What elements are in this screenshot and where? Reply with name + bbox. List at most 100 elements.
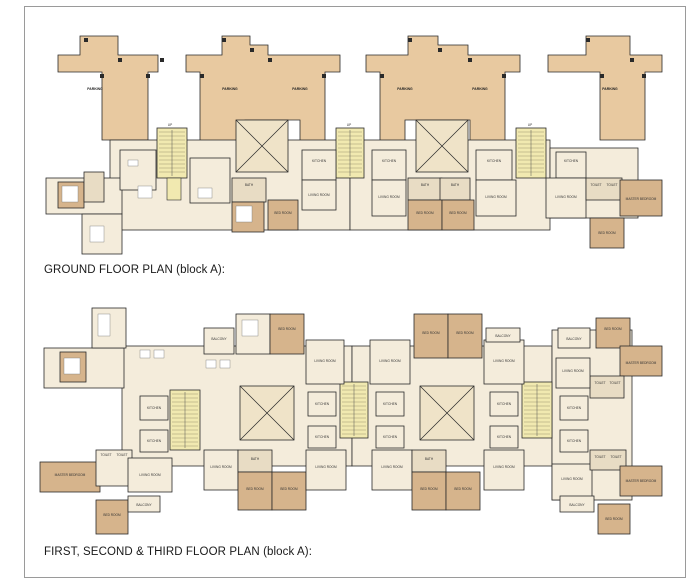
column [380,74,384,78]
balcony-bottom-left [127,495,161,513]
living-room-label: LIVING ROOM [315,465,337,469]
sofa-furniture [127,159,139,167]
bed-room-label: BED ROOM [280,487,298,491]
balcony-label: BALCONY [211,337,227,341]
kitchen-label: KITCHEN [487,159,502,163]
living-room-label: LIVING ROOM [381,465,403,469]
kitchen-label: KITCHEN [147,406,162,410]
bedroom-bottom-left-2 [271,471,307,511]
toilet-label: TOILET [594,381,605,385]
bedroom-bottom-right [597,503,631,535]
kitchen-upper [559,395,589,421]
balcony-top-mid [485,327,521,343]
bath-label: BATH [251,457,260,461]
kitchen-label: KITCHEN [564,159,579,163]
kitchen-label: KITCHEN [382,159,397,163]
toilet-left [83,171,105,203]
toilet-label: TOILET [609,381,620,385]
living-room-label: LIVING ROOM [308,193,330,197]
parking-label: PARKING [87,87,103,91]
bath-bottom-left [237,449,273,473]
bedroom-mid-2 [441,199,475,231]
living-room-label: LIVING ROOM [379,359,401,363]
master-bedroom-right [619,179,663,217]
column [200,74,204,78]
toilet-label: TOILET [590,183,601,187]
kitchen-label: KITCHEN [315,402,330,406]
kitchen-label: KITCHEN [383,402,398,406]
bed-furniture [61,185,79,203]
bed-room-label: BED ROOM [103,513,121,517]
bed-room-label: BED ROOM [246,487,264,491]
balcony-label: BALCONY [136,503,152,507]
parking-label: PARKING [472,87,488,91]
kitchen-upper [489,391,519,417]
ground-floor-caption: GROUND FLOOR PLAN (block A): [44,264,226,276]
kitchen-upper [375,391,405,417]
living-room-label: LIVING ROOM [210,465,232,469]
bed-furniture [241,319,259,337]
column [408,38,412,42]
bed-room-label: BED ROOM [454,487,472,491]
bedroom-bottom-mid-2 [445,471,481,511]
living-room-label: LIVING ROOM [562,369,584,373]
core-diagonal [415,119,469,173]
bath-mid-2 [439,177,471,201]
kitchen-upper-lower [139,429,169,453]
toilet-label: TOILET [606,183,617,187]
living-room-label: LIVING ROOM [485,195,507,199]
core-diagonal [419,385,475,441]
bed-room-label: BED ROOM [420,487,438,491]
living-room-left [119,149,157,191]
bedroom-top-mid-1 [413,313,449,359]
bedroom-mid-1 [407,199,443,231]
master-bedroom-label: MASTER BEDROOM [626,361,657,365]
bedroom-lower-left [95,499,129,535]
parking-label: PARKING [602,87,618,91]
bedroom-top-right [595,317,631,349]
living-room-top-mid [369,339,411,385]
sofa-furniture [139,349,151,359]
bed-room-label: BED ROOM [449,211,467,215]
living-room-label: LIVING ROOM [555,195,577,199]
parking-label: PARKING [397,87,413,91]
column [630,58,634,62]
column [250,48,254,52]
up-label: UP [168,123,172,127]
bedroom-ground-2 [267,199,299,231]
living-room-label: LIVING ROOM [139,473,161,477]
up-label: UP [528,123,532,127]
column [586,38,590,42]
kitchen-label: KITCHEN [315,435,330,439]
kitchen-label: KITCHEN [497,402,512,406]
stair-landing [166,177,182,201]
kitchen-left [301,149,337,181]
kitchen-label: KITCHEN [497,435,512,439]
master-bedroom-lower-left [39,461,101,493]
bedroom-right-lower [589,217,625,249]
bed-furniture [235,205,253,223]
living-room-label: LIVING ROOM [561,477,583,481]
kitchen-mid-right [475,149,513,181]
column [268,58,272,62]
living-room-top-right [483,339,525,385]
bedroom-top-mid-2 [447,313,483,359]
kitchen-label: KITCHEN [312,159,327,163]
sofa-furniture [197,187,213,199]
bath-mid [407,177,443,201]
bed-room-label: BED ROOM [278,327,296,331]
balcony-label: BALCONY [566,337,582,341]
sofa-furniture [153,349,165,359]
column [222,38,226,42]
column [322,74,326,78]
living-room-upper-right [555,357,591,389]
column [118,58,122,62]
bed-room-label: BED ROOM [422,331,440,335]
column [84,38,88,42]
living-room-bottom-left [127,457,173,493]
master-bedroom-label: MASTER BEDROOM [55,473,86,477]
living-room-right [545,177,587,219]
kitchen-upper-lower [375,425,405,449]
living-room-mid-left [301,179,337,211]
